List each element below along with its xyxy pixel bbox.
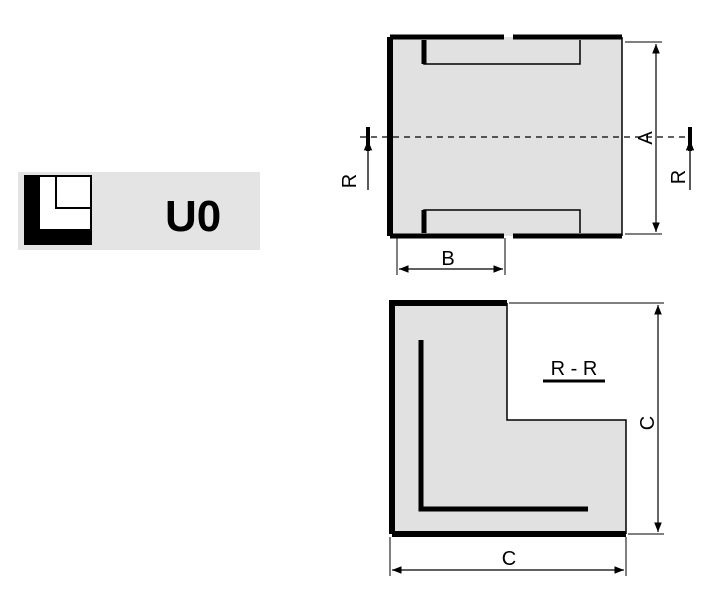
section-marker-right: R [668, 127, 695, 190]
dimension-c-height: C [509, 302, 664, 535]
profile-badge: U0 [18, 172, 260, 250]
section-marker-left: R [339, 127, 373, 190]
dimension-a-label: A [635, 131, 657, 145]
dimension-b-label: B [441, 248, 454, 270]
corner-profile-icon [24, 175, 92, 245]
dimension-c-height-label: C [637, 416, 659, 430]
section-view-body [392, 303, 626, 534]
dimension-c-width: C [389, 537, 627, 576]
dimension-c-width-label: C [502, 548, 516, 570]
section-title: R - R [551, 358, 598, 380]
dimension-a: A [625, 41, 662, 235]
badge-code: U0 [165, 192, 221, 241]
section-label-left: R [339, 174, 361, 188]
top-view: R R A B [339, 34, 695, 275]
section-view: R - R C C [389, 300, 664, 576]
dimension-b: B [396, 238, 506, 275]
inner-l-channel [418, 340, 588, 512]
section-label-right: R [668, 170, 690, 184]
